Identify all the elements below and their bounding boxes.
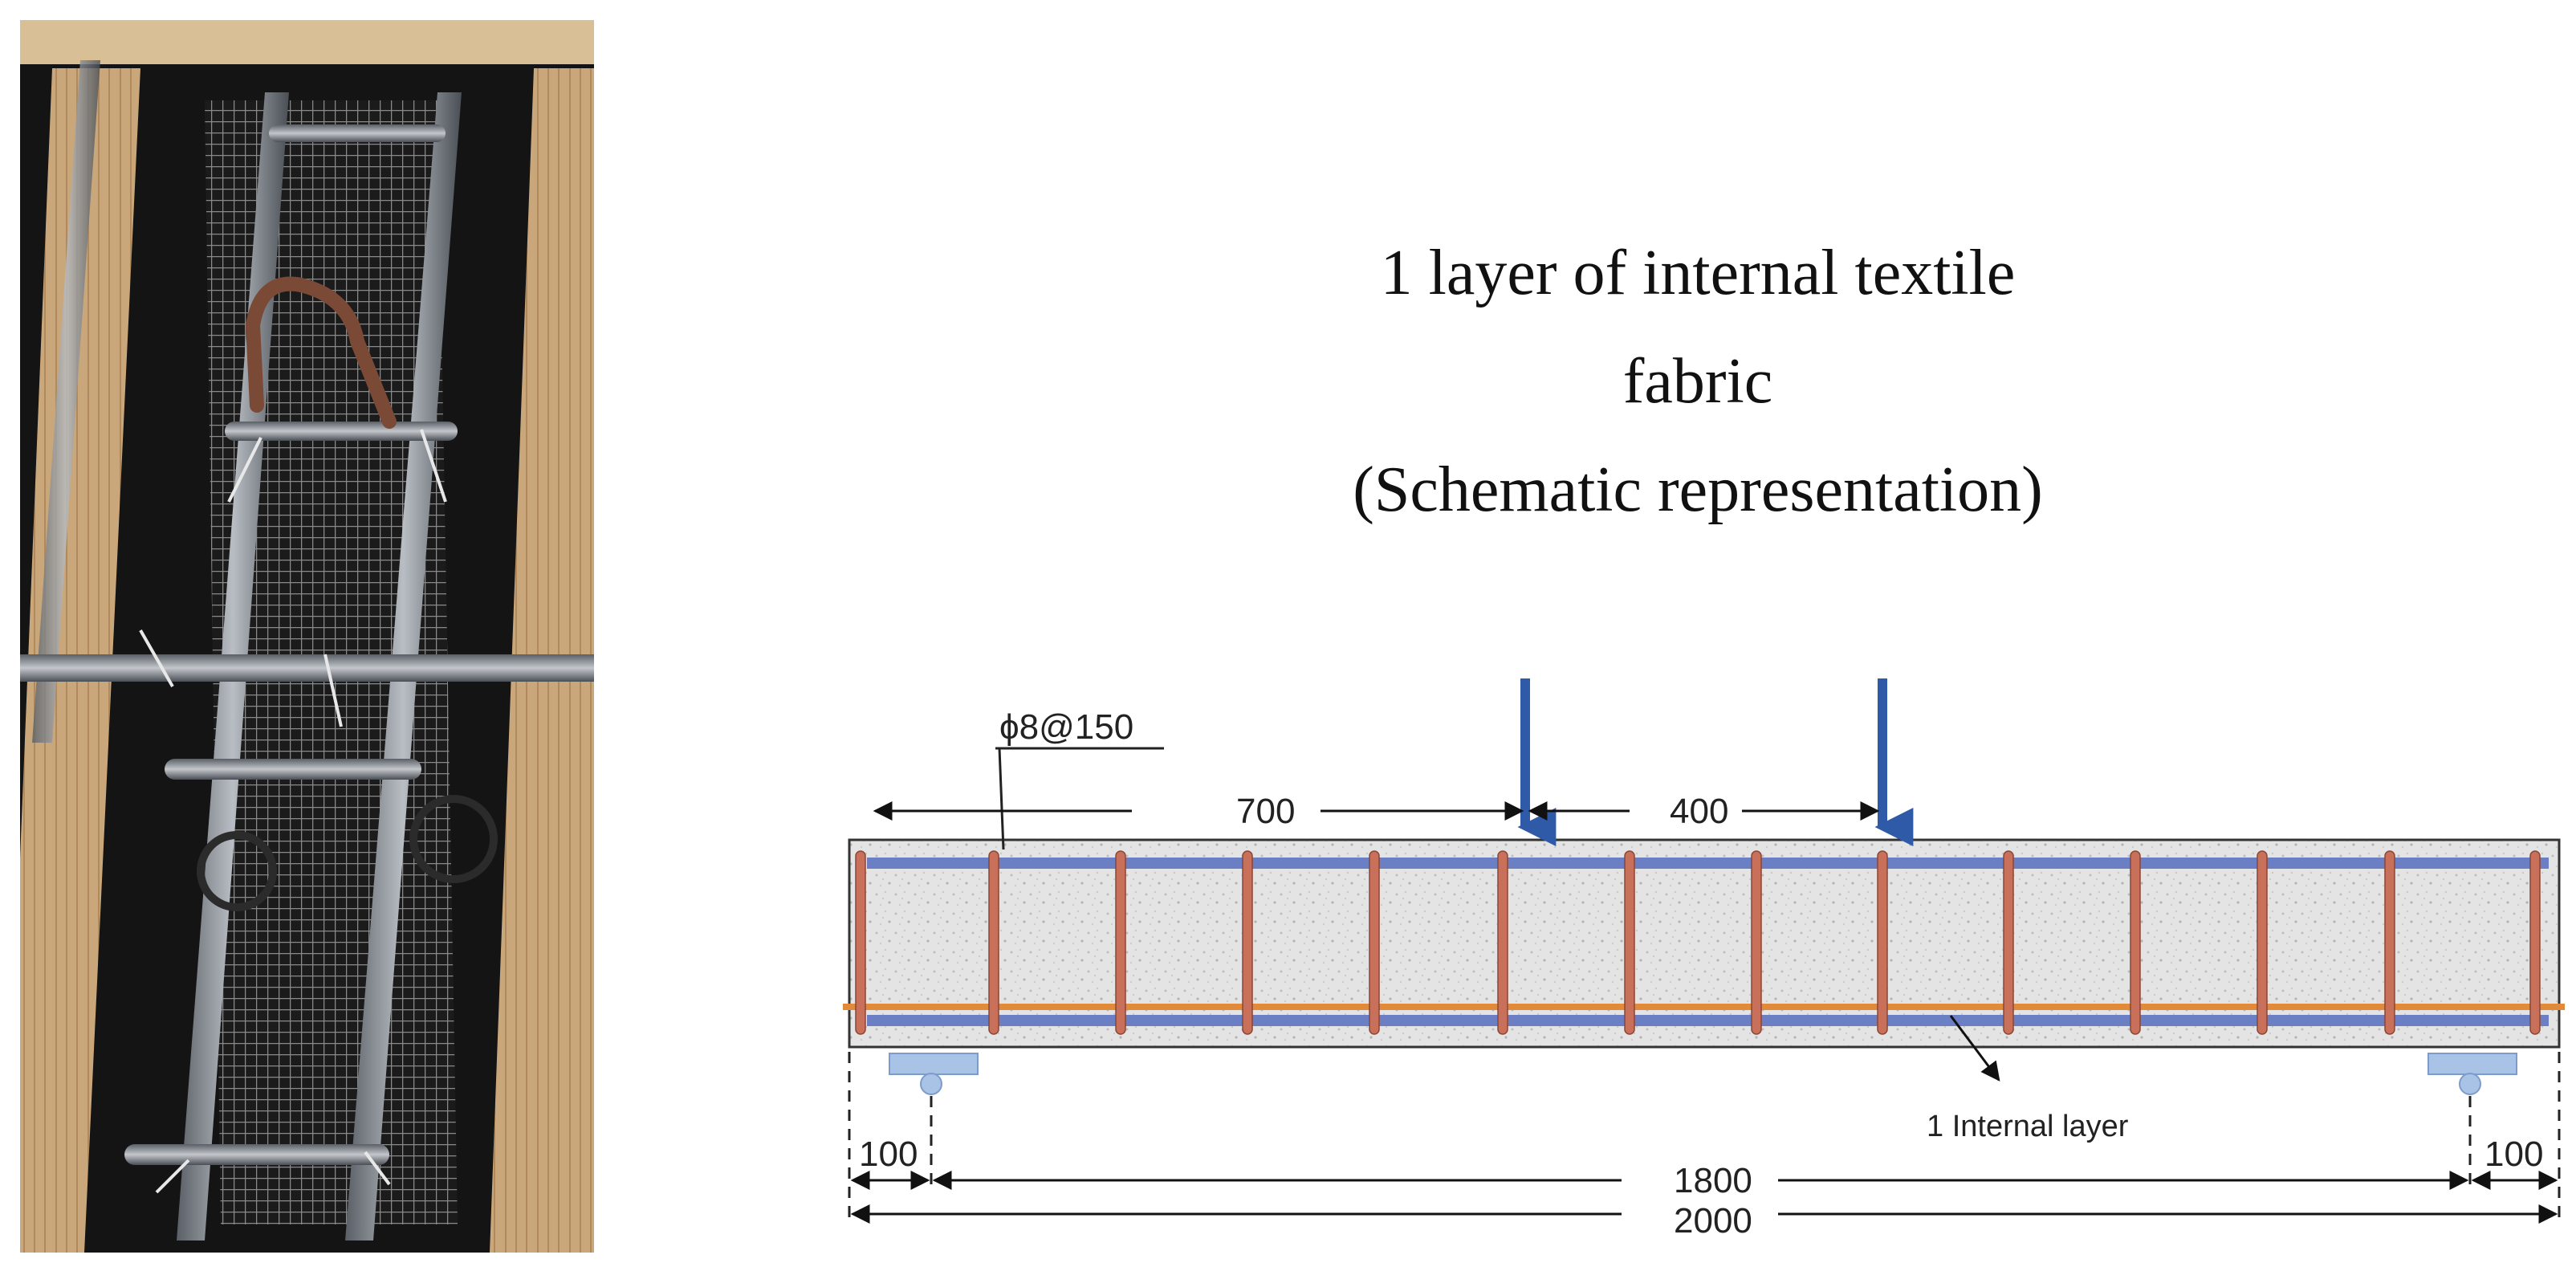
stirrup-6 [1497, 850, 1508, 1035]
stirrup-11 [2130, 850, 2141, 1035]
dim-2000-label: 2000 [1674, 1201, 1752, 1241]
wood-plank-top [20, 20, 594, 64]
rebar-far-left [32, 60, 100, 743]
stirrup-5 [1369, 850, 1380, 1035]
stirrup-7 [1624, 850, 1635, 1035]
stirrup-9 [1877, 850, 1888, 1035]
stirrup-12 [2257, 850, 2268, 1035]
internal-layer-label: 1 Internal layer [1927, 1110, 2129, 1143]
dim-100-left-label: 100 [859, 1135, 918, 1174]
reinforcement-cage-photo [20, 20, 594, 1253]
stirrup-2 [988, 850, 999, 1035]
support-left [889, 1053, 979, 1095]
spacer-wheel-1 [197, 831, 277, 911]
stirrup-spacing-label: ϕ8@150 [999, 707, 1133, 747]
stirrup-2 [225, 422, 458, 441]
concrete-beam [848, 838, 2561, 1049]
internal-layer-leader [1949, 1015, 2000, 1082]
stirrups [855, 850, 2541, 1035]
dim-400-label: 400 [1670, 792, 1728, 831]
stirrup-14 [2529, 850, 2541, 1035]
cross-bar [20, 654, 594, 682]
textile-layer-line [843, 1004, 2565, 1010]
stirrup-3 [165, 759, 421, 780]
lifting-hook [245, 276, 397, 429]
dim-100-right-label: 100 [2484, 1135, 2543, 1174]
stirrup-13 [2384, 850, 2395, 1035]
stirrup-8 [1751, 850, 1762, 1035]
stirrup-10 [2003, 850, 2014, 1035]
support-right [2427, 1053, 2517, 1095]
bottom-longitudinal-bar [867, 1015, 2549, 1026]
stirrup-3 [1115, 850, 1126, 1035]
stirrup-4 [124, 1144, 389, 1165]
stirrup-leader-line [998, 748, 1005, 850]
stirrup-1 [855, 850, 866, 1035]
dim-700-label: 700 [1236, 792, 1295, 831]
caption-line-3: (Schematic representation) [1353, 454, 2043, 525]
top-longitudinal-bar [867, 858, 2549, 869]
caption-line-1: 1 layer of internal textile [1380, 238, 2016, 308]
dim-1800-label: 1800 [1674, 1161, 1752, 1200]
spacer-wheel-2 [409, 795, 498, 883]
stirrup-1 [269, 124, 446, 142]
wire-ties [139, 429, 447, 1194]
beam-schematic: ϕ8@150 700 400 1 Internal layer 100 100 … [843, 678, 2565, 1241]
caption-line-2: fabric [1622, 346, 1773, 417]
stirrup-4 [1242, 850, 1253, 1035]
